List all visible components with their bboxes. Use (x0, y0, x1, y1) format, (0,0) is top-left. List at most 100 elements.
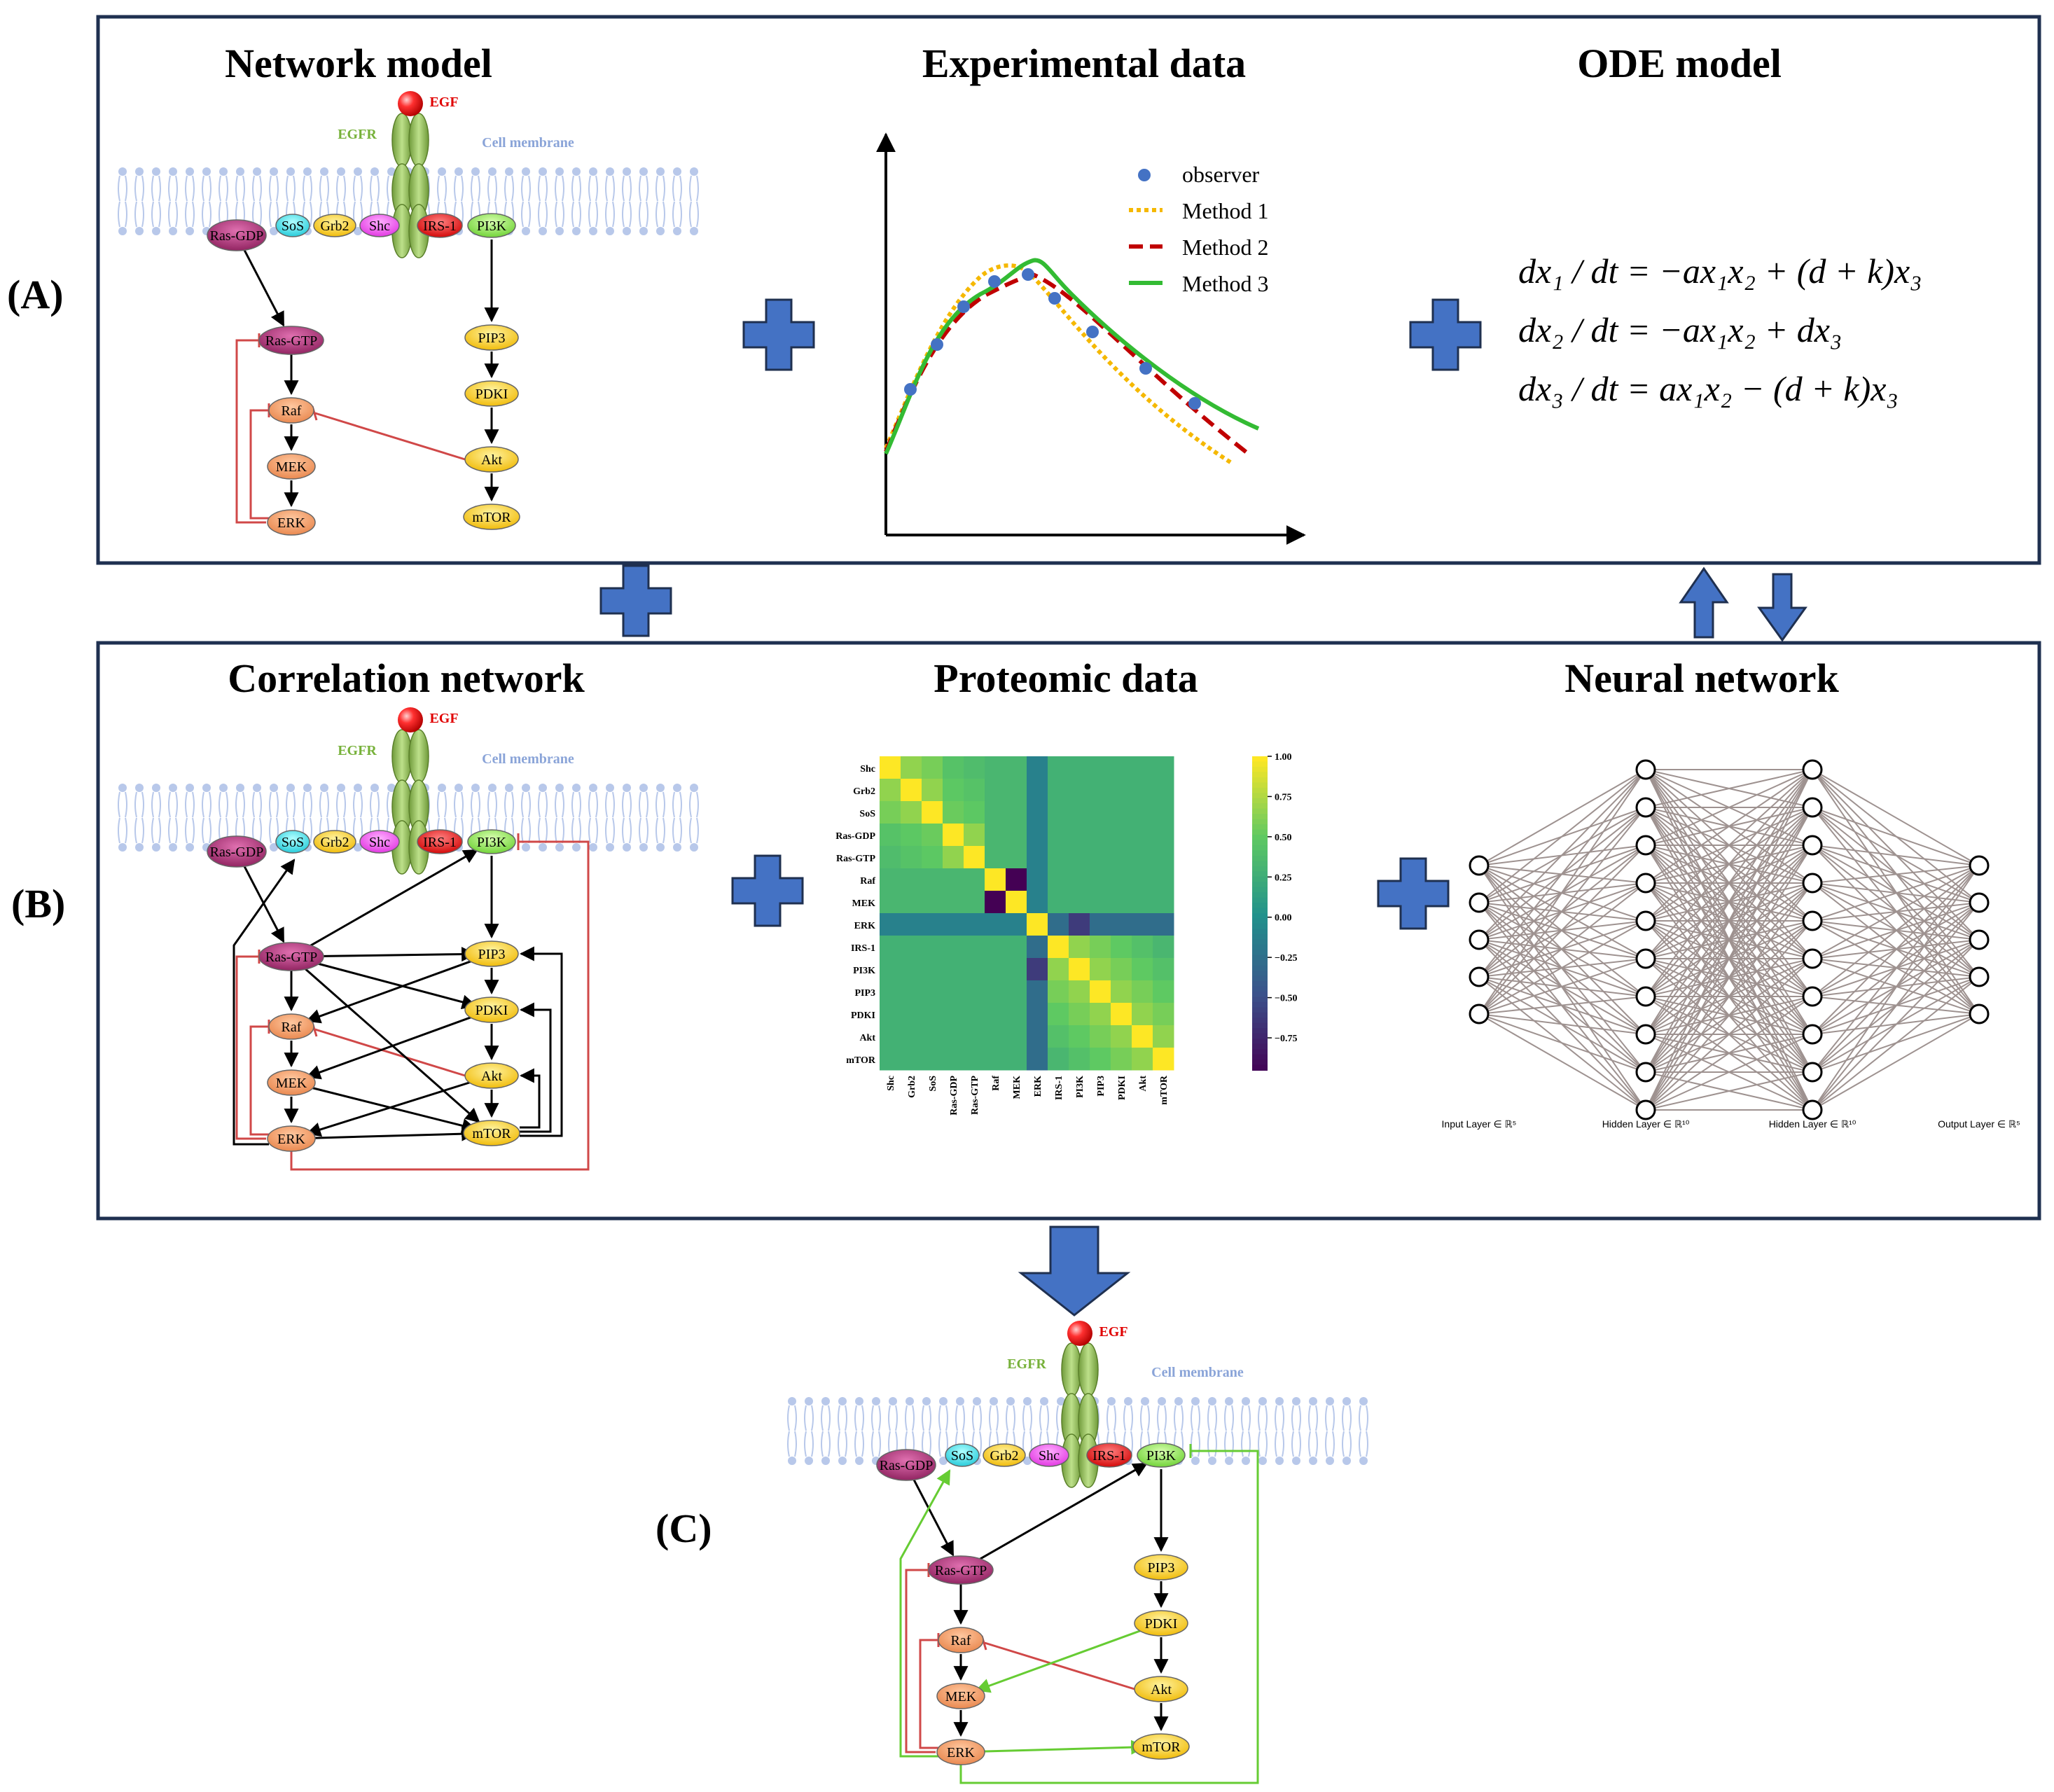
node-mtor: mTOR (463, 503, 520, 530)
heatmap-cell (1027, 801, 1048, 824)
plus-icon (742, 298, 815, 371)
egfr-label: EGFR (338, 127, 377, 142)
node-raf-shape (938, 1627, 984, 1653)
ode-equation-2: dx₂ / dt = −ax₁x₂ + dx₃ (1518, 310, 1842, 349)
lipid-head (572, 784, 581, 792)
heatmap-cell (985, 1003, 1006, 1026)
title-neural-network: Neural network (1564, 655, 1839, 701)
lipid-head (872, 1397, 880, 1405)
node-pi3k-shape (467, 829, 516, 854)
heatmap-cell (1069, 958, 1090, 981)
heatmap-cell (922, 980, 943, 1003)
lipid-head (152, 227, 160, 235)
heatmap-col-label: mTOR (1159, 1075, 1170, 1105)
lipid-tail (454, 175, 464, 228)
nn-edge (1645, 769, 1813, 1073)
colorbar-segment (1252, 975, 1268, 982)
heatmap-cell (964, 824, 985, 847)
heatmap-cell (880, 936, 901, 959)
series-method-2 (884, 272, 1248, 454)
lipid-head (673, 843, 681, 852)
colorbar-segment (1252, 824, 1268, 831)
node-sos: SoS (275, 830, 310, 854)
lipid-tail (1224, 1405, 1234, 1457)
lipid-head (1141, 1397, 1149, 1405)
heatmap-cell (901, 824, 922, 847)
lipid-tail (252, 175, 262, 228)
plus-icon (731, 854, 804, 927)
node-irs1-label: IRS-1 (423, 835, 457, 850)
colorbar-segment (1252, 866, 1268, 873)
heatmap-cell (1090, 779, 1111, 802)
lipid-head (555, 167, 564, 176)
colorbar-segment (1252, 835, 1268, 841)
plus-icon (1377, 857, 1450, 930)
heatmap-cell (1090, 801, 1111, 824)
node-akt: Akt (464, 1062, 519, 1089)
lipid-head (454, 167, 463, 176)
heatmap-cell (985, 980, 1006, 1003)
edge-arrow (519, 1002, 552, 1133)
nn-layer-label: Input Layer ∈ ℝ⁵ (1442, 1118, 1517, 1130)
lipid-head (572, 227, 581, 235)
lipid-head (572, 167, 581, 176)
heatmap-cell (1006, 1048, 1027, 1071)
nn-edge (1478, 958, 1646, 1015)
node-raf-label: Raf (282, 1020, 302, 1035)
node-sos-label: SoS (951, 1448, 973, 1464)
nn-edge (1645, 1034, 1813, 1111)
heatmap-cell (943, 1003, 964, 1026)
lipid-tail (622, 791, 632, 844)
heatmap-cell (1006, 846, 1027, 869)
lipid-head (606, 784, 614, 792)
lipid-tail (134, 175, 144, 228)
heatmap-row-label: Ras-GTP (836, 854, 875, 864)
heatmap-cell (1153, 913, 1174, 936)
heatmap-cell (1090, 1025, 1111, 1048)
heatmap-cell (1069, 1048, 1090, 1071)
lipid-tail (1258, 1405, 1268, 1457)
heatmap-cell (985, 958, 1006, 981)
colorbar-segment (1252, 861, 1268, 867)
node-sos-shape (275, 214, 310, 237)
lipid-head (555, 784, 564, 792)
colorbar-segment (1252, 971, 1268, 977)
lipid-tail (672, 175, 682, 228)
edge-activation-green (899, 1469, 951, 1758)
lipid-tail (1191, 1405, 1200, 1457)
nn-layer-label: Hidden Layer ∈ ℝ¹⁰ (1769, 1118, 1857, 1130)
lipid-tail (689, 175, 699, 228)
colorbar-segment (1252, 986, 1268, 992)
heatmap-cell (985, 891, 1006, 914)
lipid-head (1057, 1397, 1065, 1405)
nn-neuron (1469, 1003, 1490, 1025)
heatmap-cell (1153, 891, 1174, 914)
lipid-head (572, 843, 581, 852)
heatmap-cell (880, 868, 901, 891)
heatmap-cell (922, 958, 943, 981)
lipid-tail (319, 791, 329, 844)
lipid-head (606, 843, 614, 852)
lipid-tail (168, 175, 178, 228)
heatmap-col-label: Grb2 (907, 1076, 917, 1098)
heatmap-cell (1006, 801, 1027, 824)
heatmap-cell (985, 868, 1006, 891)
heatmap-cell (985, 913, 1006, 936)
lipid-tail (319, 175, 329, 228)
heatmap-cell (1027, 756, 1048, 779)
lipid-head (488, 167, 497, 176)
heatmap-cell (1132, 1048, 1153, 1071)
node-mek: MEK (267, 453, 316, 480)
plus-icon (599, 564, 672, 637)
node-erk: ERK (936, 1739, 985, 1765)
nn-edge (1478, 769, 1646, 903)
node-rasgdp-label: Ras-GDP (210, 228, 264, 244)
lipid-head (973, 1397, 981, 1405)
heatmap-row-label: Shc (860, 764, 875, 775)
nn-neuron (1802, 1099, 1823, 1120)
lipid-head (471, 167, 480, 176)
lipid-tail (1325, 1405, 1335, 1457)
lipid-head (922, 1397, 931, 1405)
node-rasgdp: Ras-GDP (207, 835, 267, 868)
colorbar-segment (1252, 939, 1268, 945)
